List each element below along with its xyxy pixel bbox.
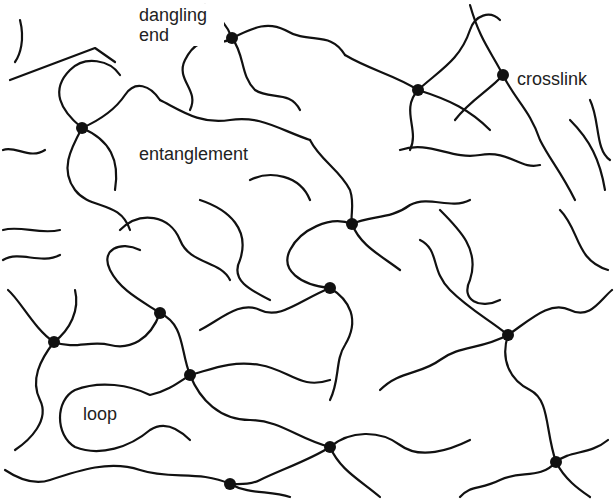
crosslink-dots	[48, 32, 562, 490]
annotation-label: loop	[80, 403, 120, 425]
annotation-label: dangling end	[136, 4, 224, 46]
annotation-label: entanglement	[136, 143, 251, 165]
polymer-chains	[3, 5, 612, 497]
annotation-label: crosslink	[514, 68, 590, 90]
